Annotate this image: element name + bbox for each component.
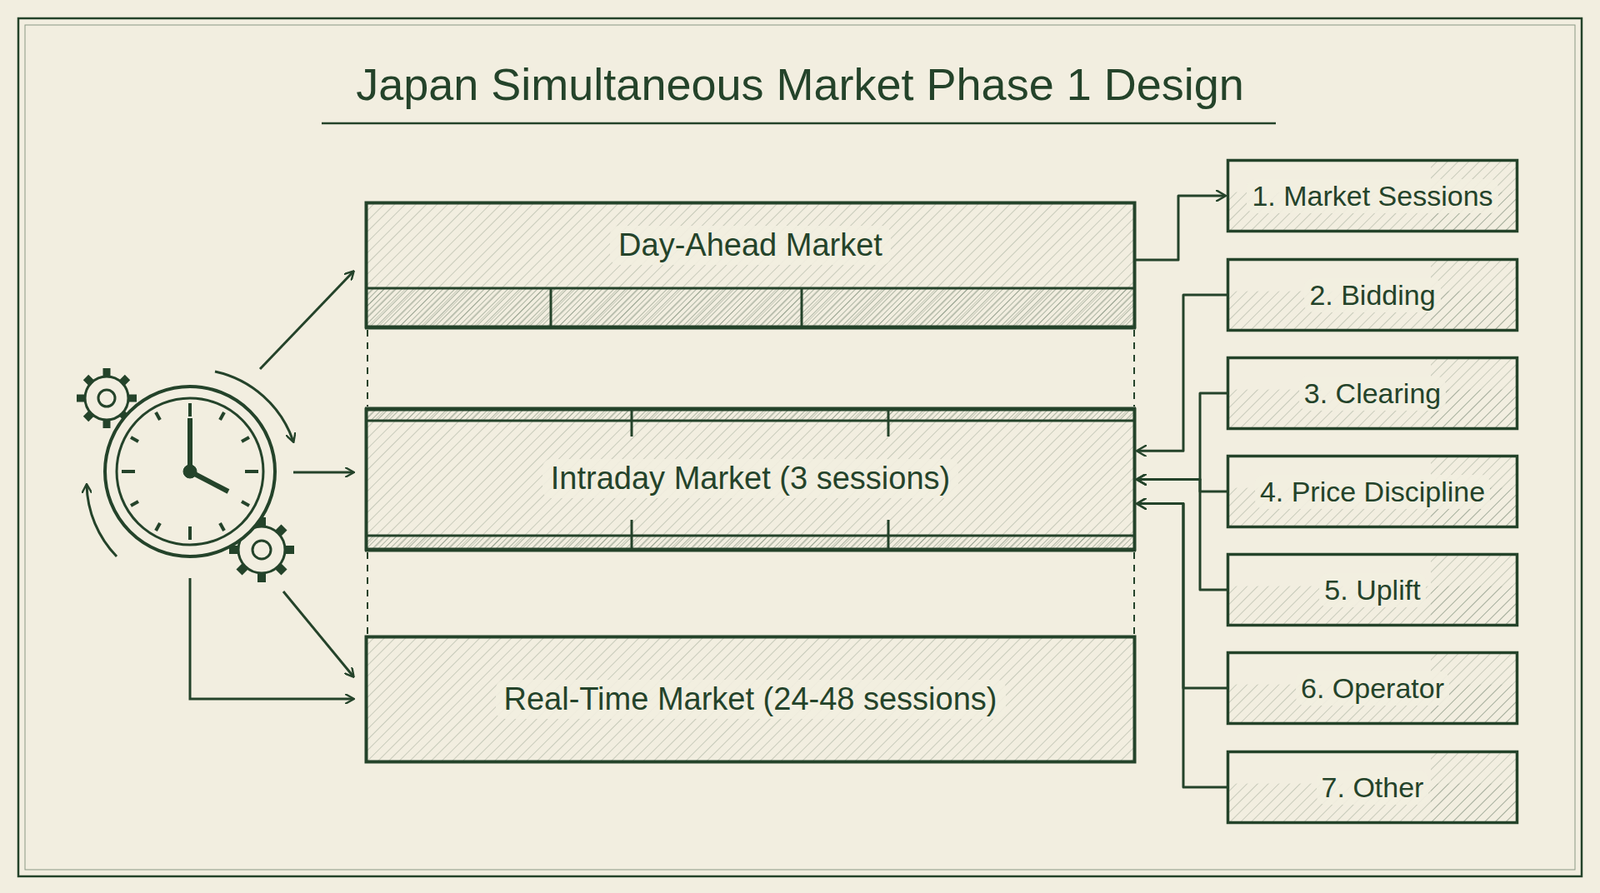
box-fill bbox=[1226, 750, 1519, 825]
text-area: 2. Bidding bbox=[1226, 258, 1519, 332]
band-hatch bbox=[365, 408, 1136, 551]
node-outline bbox=[365, 201, 1136, 329]
text-area: 4. Price Discipline bbox=[1226, 455, 1519, 529]
box-border bbox=[1228, 456, 1518, 528]
topic-box: 6. Operator bbox=[1226, 651, 1519, 725]
text-area: Day-Ahead Market bbox=[365, 201, 1136, 289]
box-border bbox=[1228, 555, 1518, 626]
connector bbox=[1137, 504, 1227, 788]
box-border bbox=[1228, 653, 1518, 725]
session-divider bbox=[887, 520, 890, 551]
band-fill bbox=[365, 635, 1136, 764]
box-hatch bbox=[1430, 553, 1519, 627]
box-border bbox=[1228, 260, 1518, 331]
clock-arrow bbox=[190, 578, 354, 700]
band-hatch bbox=[365, 201, 1136, 329]
session-divider bbox=[887, 408, 890, 437]
node-label: 2. Bidding bbox=[1304, 278, 1440, 313]
connector bbox=[1137, 480, 1227, 493]
box-fill bbox=[1226, 258, 1519, 332]
market-band: Day-Ahead Market bbox=[365, 201, 1136, 329]
connector bbox=[1137, 295, 1227, 451]
band-hatch bbox=[365, 635, 1136, 764]
title-underline bbox=[321, 122, 1276, 125]
box-fill bbox=[1226, 455, 1519, 529]
box-fill bbox=[1226, 159, 1519, 233]
connector bbox=[1137, 393, 1227, 480]
gear-body bbox=[85, 376, 129, 420]
cycle-arrow bbox=[86, 485, 117, 557]
band-border bbox=[366, 203, 1135, 328]
node-label: 1. Market Sessions bbox=[1246, 179, 1498, 214]
clock-center bbox=[183, 465, 197, 479]
node-label: Real-Time Market (24-48 sessions) bbox=[495, 680, 1006, 720]
box-border bbox=[1228, 358, 1518, 430]
band-border bbox=[366, 410, 1135, 550]
topic-box: 1. Market Sessions bbox=[1226, 159, 1519, 233]
clock-arrows bbox=[190, 271, 354, 700]
box-fill bbox=[1226, 356, 1519, 430]
session-divider bbox=[630, 408, 634, 437]
text-area: 6. Operator bbox=[1226, 651, 1519, 725]
box-hatch bbox=[1430, 258, 1519, 332]
topic-box: 5. Uplift bbox=[1226, 553, 1519, 627]
box-hatch bbox=[1430, 750, 1519, 825]
session-row-border bbox=[365, 535, 1136, 538]
node-label: Day-Ahead Market bbox=[610, 225, 891, 265]
clock-rim bbox=[105, 386, 275, 557]
box-fill bbox=[1226, 553, 1519, 627]
clock-arrow bbox=[260, 271, 354, 370]
dashed-guide bbox=[1133, 330, 1135, 407]
session-row-border bbox=[365, 287, 1136, 290]
node-label: 6. Operator bbox=[1295, 671, 1450, 706]
text-area: 1. Market Sessions bbox=[1226, 159, 1519, 233]
inner-frame bbox=[25, 25, 1575, 870]
clock-face bbox=[116, 398, 264, 545]
topic-box: 7. Other bbox=[1226, 750, 1519, 825]
gear-hub bbox=[98, 390, 115, 407]
node-label: 4. Price Discipline bbox=[1255, 475, 1490, 510]
session-divider bbox=[550, 288, 553, 329]
text-area: Intraday Market (3 sessions) bbox=[365, 420, 1136, 536]
market-band: Real-Time Market (24-48 sessions) bbox=[365, 635, 1136, 764]
session-divider bbox=[800, 288, 804, 329]
cycle-arrow bbox=[215, 371, 294, 442]
minute-hand bbox=[187, 418, 193, 472]
text-area: 3. Clearing bbox=[1226, 356, 1519, 430]
topic-box: 3. Clearing bbox=[1226, 356, 1519, 430]
topic-box: 2. Bidding bbox=[1226, 258, 1519, 332]
clock-ticks bbox=[121, 403, 259, 540]
diagram-title: Japan Simultaneous Market Phase 1 Design bbox=[0, 58, 1600, 110]
box-fill bbox=[1226, 651, 1519, 725]
outer-frame bbox=[18, 18, 1582, 877]
dashed-guide bbox=[1133, 552, 1135, 635]
box-border bbox=[1228, 160, 1518, 232]
text-area: Real-Time Market (24-48 sessions) bbox=[365, 635, 1136, 764]
session-row bbox=[365, 288, 1136, 329]
gear-hub bbox=[252, 540, 271, 560]
session-row-border bbox=[365, 420, 1136, 423]
dashed-guide bbox=[366, 330, 369, 407]
market-band: Intraday Market (3 sessions) bbox=[365, 408, 1136, 551]
node-label: 5. Uplift bbox=[1319, 573, 1425, 608]
clock-arrow bbox=[293, 471, 354, 475]
clock-arrow bbox=[283, 591, 354, 677]
band-border bbox=[366, 637, 1135, 763]
dashed-guide bbox=[366, 552, 369, 635]
box-border bbox=[1228, 752, 1518, 824]
session-divider bbox=[630, 520, 634, 551]
text-area: 7. Other bbox=[1226, 750, 1519, 825]
clock-illustration bbox=[76, 368, 295, 583]
title-text: Japan Simultaneous Market Phase 1 Design bbox=[355, 59, 1245, 110]
node-label: 3. Clearing bbox=[1299, 376, 1446, 411]
node-label: Intraday Market (3 sessions) bbox=[542, 459, 959, 499]
node-label: 7. Other bbox=[1316, 770, 1430, 805]
connector bbox=[1135, 195, 1225, 260]
text-area: 5. Uplift bbox=[1226, 553, 1519, 627]
band-fill bbox=[365, 201, 1136, 329]
topic-box: 4. Price Discipline bbox=[1226, 455, 1519, 529]
band-fill bbox=[365, 408, 1136, 551]
